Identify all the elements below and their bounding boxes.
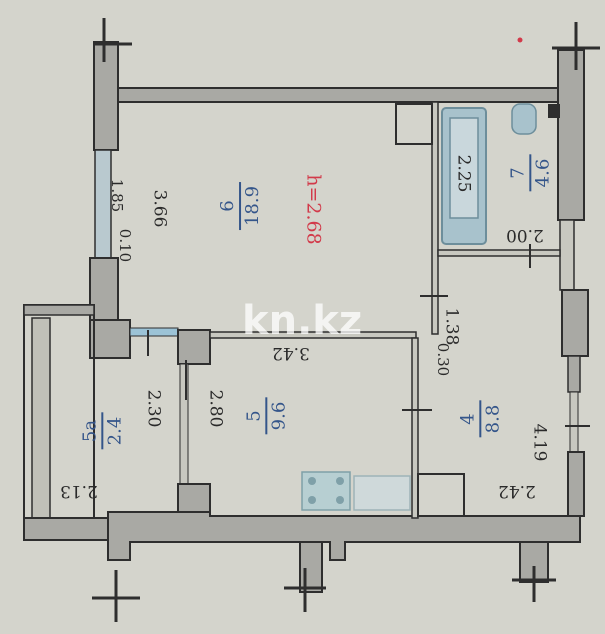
room-number: 5a: [79, 419, 101, 443]
dim-1-38: 1.38: [441, 307, 462, 346]
room-area: 9.6: [265, 397, 290, 435]
room-number: 7: [507, 167, 529, 179]
room-7-label: 7 4.6: [507, 154, 554, 192]
dim-2-00: 2.00: [506, 225, 544, 245]
dim-2-42: 2.42: [498, 481, 536, 501]
room-4-label: 4 8.8: [457, 400, 504, 438]
watermark: kn.kz: [242, 298, 363, 344]
room-number: 5: [243, 410, 265, 422]
dim-2-80: 2.80: [205, 389, 226, 428]
dim-1-85: 1.85: [108, 178, 127, 213]
room-number: 6: [217, 200, 239, 212]
room-area: 18.9: [239, 181, 264, 231]
dim-3-66: 3.66: [149, 189, 170, 228]
room-area: 4.6: [529, 154, 554, 192]
room-5a-label: 5a 2.4: [79, 412, 126, 450]
dim-2-30: 2.30: [143, 389, 164, 428]
dim-2-13: 2.13: [60, 481, 98, 501]
room-area: 8.8: [479, 400, 504, 438]
dim-0-30: 0.30: [434, 342, 453, 377]
ceiling-height: h=2.68: [302, 174, 325, 245]
dim-4-19: 4.19: [529, 423, 550, 462]
dim-0-10: 0.10: [116, 228, 135, 263]
room-6-label: 6 18.9: [217, 181, 264, 231]
room-number: 4: [457, 413, 479, 425]
dim-3-42: 3.42: [272, 343, 310, 363]
room-area: 2.4: [101, 412, 126, 450]
dim-2-25: 2.25: [453, 154, 474, 193]
room-5-label: 5 9.6: [243, 397, 290, 435]
